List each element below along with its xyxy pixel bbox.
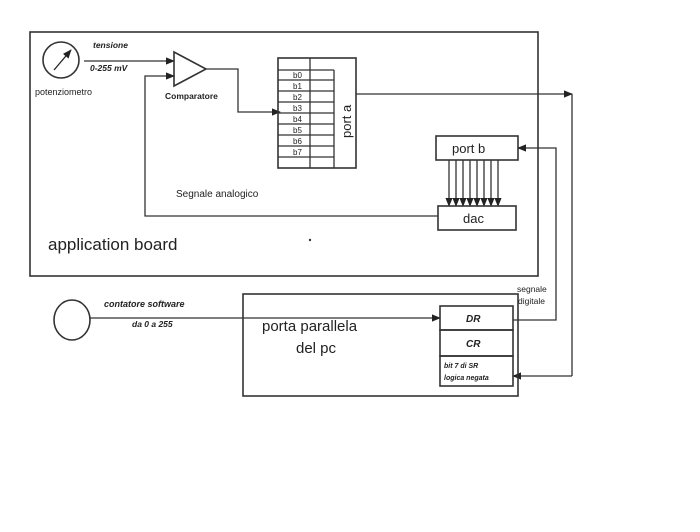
bit-b1: b1: [293, 82, 302, 91]
software-counter-title: contatore software: [104, 299, 185, 309]
software-counter-icon: [53, 299, 91, 341]
dr-label: DR: [466, 314, 481, 325]
comparator-symbol: [173, 50, 208, 88]
parallel-port-label-2: del pc: [296, 340, 337, 357]
bit-b4: b4: [293, 115, 302, 124]
bit-b2: b2: [293, 93, 302, 102]
port-a-bits: [278, 69, 335, 168]
dac-label: dac: [463, 211, 484, 226]
bit-b3: b3: [293, 104, 302, 113]
digital-signal-label-2: digitale: [518, 296, 545, 306]
application-board-frame: [29, 31, 539, 277]
port-b-to-dac-bus: [445, 160, 502, 207]
voltage-range: 0-255 mV: [90, 63, 129, 73]
bit-b7: b7: [293, 148, 302, 157]
parallel-port-frame: [242, 293, 519, 397]
comparator-output-wire: [206, 68, 281, 116]
cr-label: CR: [466, 339, 481, 350]
potentiometer-icon: [42, 41, 80, 79]
board-dot: [308, 238, 312, 242]
port-a-label: port a: [339, 104, 354, 138]
digital-signal-label-1: segnale: [517, 284, 547, 294]
dac-block: [437, 205, 517, 231]
bit-b0: b0: [293, 71, 302, 80]
parallel-port-label-1: porta parallela: [262, 318, 358, 335]
bit-b5: b5: [293, 126, 302, 135]
potentiometer-label: potenziometro: [35, 87, 92, 97]
analog-signal-label: Segnale analogico: [176, 189, 259, 200]
analog-feedback-wire: [144, 72, 438, 217]
application-board-label: application board: [48, 235, 177, 254]
software-counter-range: da 0 a 255: [132, 319, 173, 329]
sr-register: [439, 355, 514, 387]
voltage-title: tensione: [93, 40, 128, 50]
sr-label-1: bit 7 di SR: [444, 363, 478, 370]
digital-signal-wire: [513, 144, 557, 321]
sr-label-2: logica negata: [444, 375, 489, 382]
comparator-label: Comparatore: [165, 91, 218, 101]
port-b-label: port b: [452, 141, 485, 156]
bit-b6: b6: [293, 137, 302, 146]
